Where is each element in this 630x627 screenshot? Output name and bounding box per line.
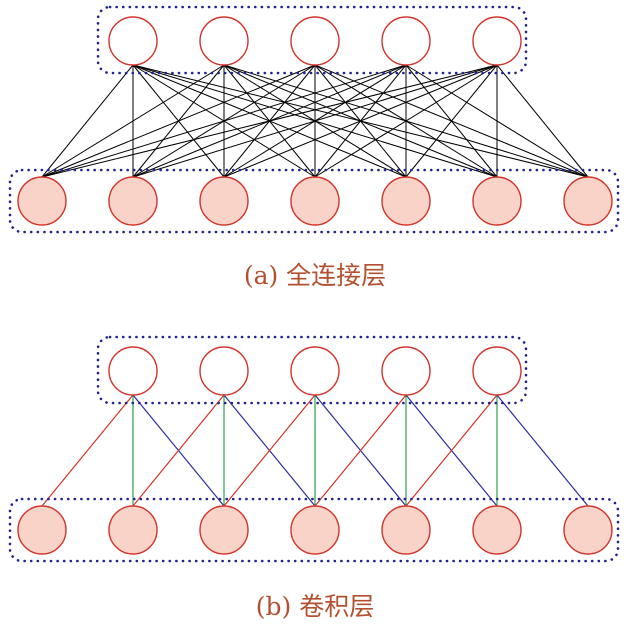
conv-edge-left — [405, 394, 498, 507]
input-neuron — [17, 505, 67, 555]
dense-edges — [41, 64, 589, 178]
input-layer-border — [8, 168, 620, 234]
conv-edges — [41, 394, 589, 507]
neurons — [17, 346, 613, 555]
dense-edge — [41, 64, 225, 178]
neuron-group-borders — [8, 5, 620, 234]
output-neuron — [290, 16, 340, 66]
dense-edge — [405, 64, 498, 178]
conv-edge-right — [496, 394, 589, 507]
output-layer-border — [96, 5, 528, 75]
conv-edge-left — [41, 394, 134, 507]
dense-edge — [41, 64, 498, 178]
fully-connected-panel — [8, 5, 620, 234]
output-neuron — [290, 346, 340, 396]
output-neuron — [108, 346, 158, 396]
dense-edge — [41, 64, 134, 178]
convolutional-panel — [8, 335, 620, 563]
dense-edge — [132, 64, 498, 178]
caption-convolutional-layer: (b) 卷积层 — [255, 592, 375, 621]
input-neuron — [381, 176, 431, 226]
input-neuron — [472, 505, 522, 555]
output-neuron — [108, 16, 158, 66]
input-neuron — [290, 176, 340, 226]
output-neuron — [199, 16, 249, 66]
input-neuron — [563, 176, 613, 226]
conv-edge-left — [314, 394, 407, 507]
input-neuron — [381, 505, 431, 555]
output-neuron — [472, 346, 522, 396]
input-neuron — [108, 505, 158, 555]
input-layer-border — [8, 497, 620, 563]
output-neuron — [381, 346, 431, 396]
dense-edge — [496, 64, 589, 178]
neurons — [17, 16, 613, 226]
input-neuron — [108, 176, 158, 226]
input-neuron — [199, 505, 249, 555]
dense-edge — [223, 64, 498, 178]
input-neuron — [290, 505, 340, 555]
input-neuron — [199, 176, 249, 226]
input-neuron — [563, 505, 613, 555]
output-neuron — [472, 16, 522, 66]
conv-edge-left — [223, 394, 316, 507]
neuron-group-borders — [8, 335, 620, 563]
dense-edge — [314, 64, 498, 178]
output-layer-border — [96, 335, 528, 405]
output-neuron — [199, 346, 249, 396]
conv-edge-left — [132, 394, 225, 507]
output-neuron — [381, 16, 431, 66]
dense-edge — [41, 64, 407, 178]
input-neuron — [17, 176, 67, 226]
caption-fully-connected-layer: (a) 全连接层 — [243, 261, 387, 290]
dense-edge — [41, 64, 316, 178]
input-neuron — [472, 176, 522, 226]
